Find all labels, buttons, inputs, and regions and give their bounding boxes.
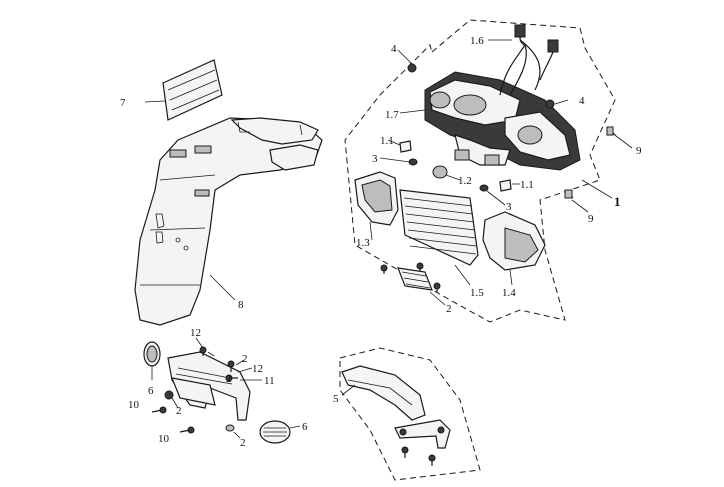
- part-11-license-bracket: [167, 351, 262, 421]
- label-1: 1: [614, 194, 621, 209]
- label-7: 7: [120, 97, 126, 109]
- assembly-1-boundary: [344, 19, 616, 323]
- bracket-fasteners: [151, 337, 253, 439]
- label-2-mid: 2: [176, 405, 182, 417]
- label-8: 8: [238, 299, 244, 311]
- label-1-7: 1.7: [385, 109, 399, 121]
- label-10-bottom: 10: [158, 433, 170, 445]
- assembly-5-boundary: [339, 347, 481, 481]
- label-1-4: 1.4: [502, 287, 516, 299]
- label-5: 5: [333, 393, 339, 405]
- label-12-right: 12: [252, 363, 263, 375]
- label-2-right: 2: [226, 373, 232, 385]
- part-1-5-grille: [399, 189, 479, 286]
- part-5-bracket-cover: [341, 365, 451, 466]
- label-1-3: 1.3: [356, 237, 370, 249]
- part-reflector-plate: [397, 267, 446, 306]
- label-1-5: 1.5: [470, 287, 484, 299]
- label-4-left: 4: [391, 43, 397, 55]
- part-6-reflector-left: [143, 341, 161, 380]
- label-10-top: 10: [128, 399, 140, 411]
- label-3-right: 3: [506, 201, 512, 213]
- part-6-reflector-right: [259, 420, 301, 444]
- label-9-bottom: 9: [588, 213, 594, 225]
- part-1-7-headlight-housing: [399, 71, 581, 171]
- headlight-fasteners: [379, 49, 633, 292]
- label-9-top: 9: [636, 145, 642, 157]
- label-3-left: 3: [372, 153, 378, 165]
- label-12-top: 12: [190, 327, 201, 339]
- label-1-2: 1.2: [458, 175, 472, 187]
- label-2-headlight: 2: [446, 303, 452, 315]
- part-1-6-wiring-harness: [488, 24, 559, 96]
- label-11: 11: [264, 375, 275, 387]
- part-1-4-right-lens: [482, 211, 546, 286]
- part-8-rear-fender: [134, 117, 323, 326]
- callout-labels: 1 1.1 1.1 1.2 1.3 1.4 1.5 1.6 1.7 2 2 2 …: [120, 35, 642, 449]
- label-1-1-left: 1.1: [380, 135, 394, 147]
- part-7-pad: [144, 59, 223, 121]
- label-1-1-right: 1.1: [520, 179, 534, 191]
- label-2-bottom: 2: [240, 437, 246, 449]
- part-1-3-left-lens: [354, 171, 399, 241]
- label-6-right: 6: [302, 421, 308, 433]
- label-1-6: 1.6: [470, 35, 484, 47]
- label-4-right: 4: [579, 95, 585, 107]
- label-6-left: 6: [148, 385, 154, 397]
- label-2-top: 2: [242, 353, 248, 365]
